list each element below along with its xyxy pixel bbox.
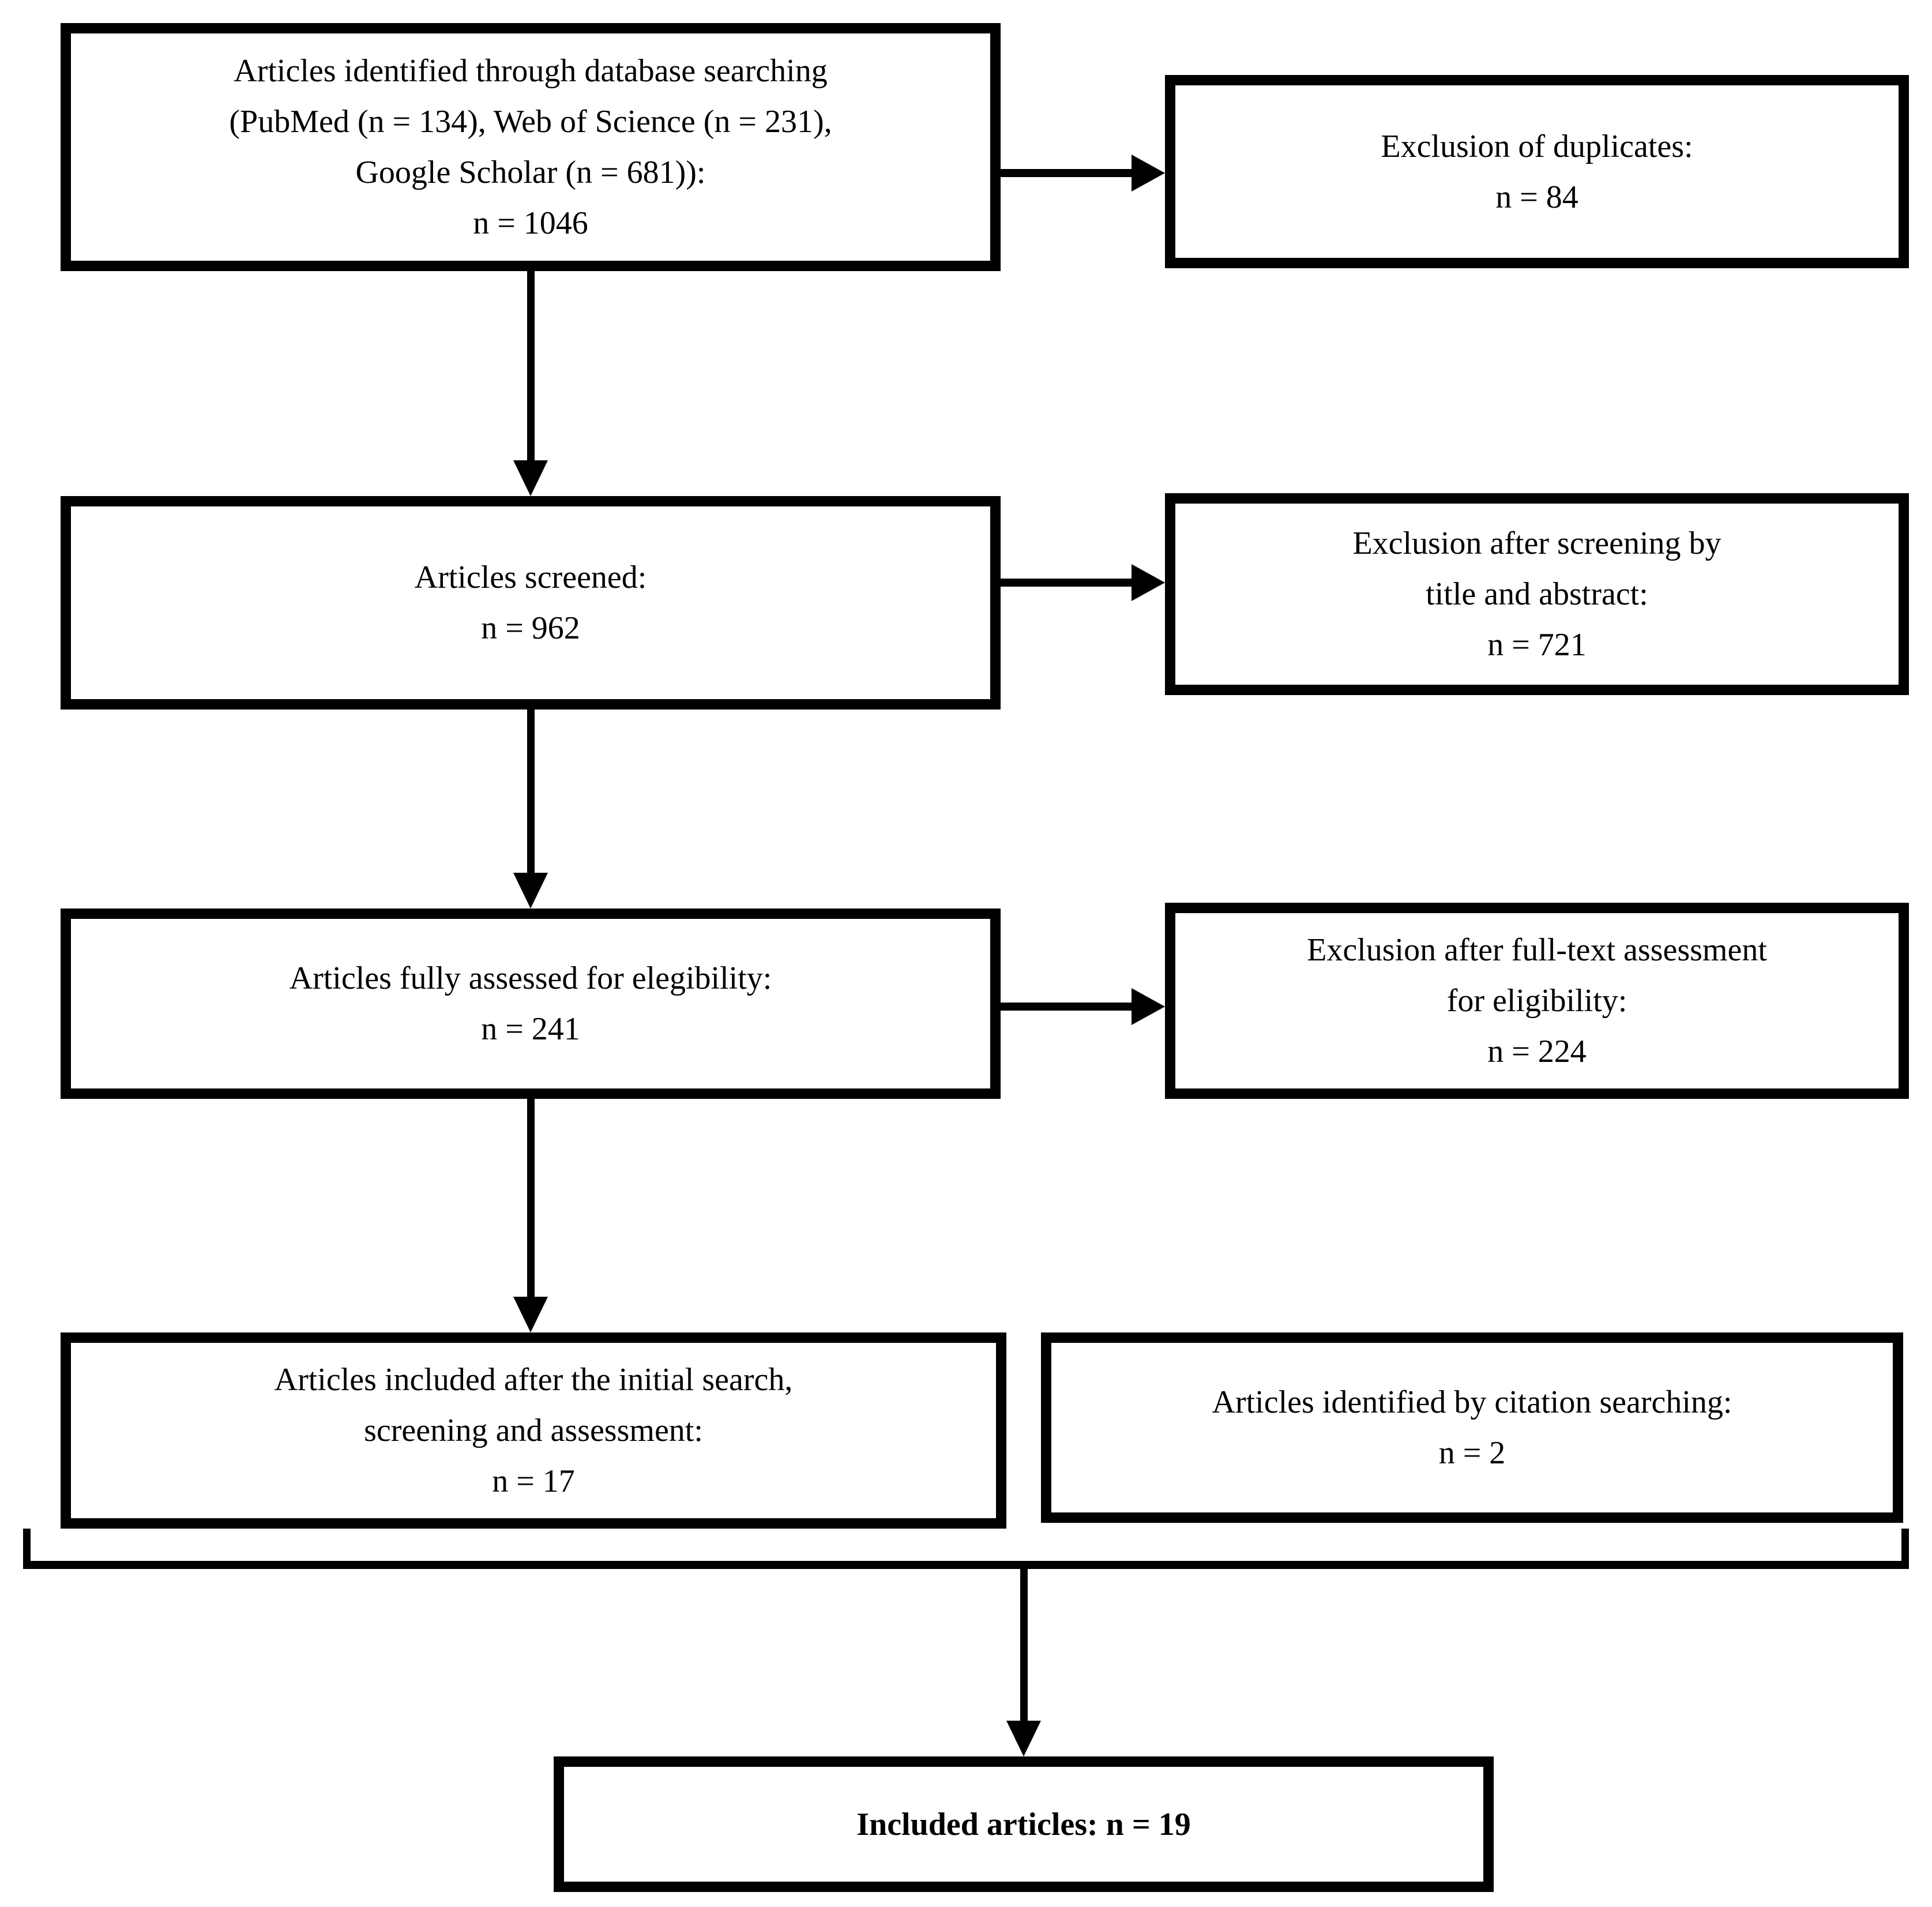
arrowhead-down-icon <box>1006 1721 1041 1756</box>
box-text-line: n = 1046 <box>473 205 588 241</box>
box-text-line: Articles fully assessed for elegibility: <box>289 960 772 996</box>
arrow-line <box>1001 579 1134 587</box>
box-text-line: Articles identified by citation searchin… <box>1212 1384 1732 1420</box>
box-text-line: Included articles: n = 19 <box>856 1806 1191 1842</box>
arrowhead-down-icon <box>513 1297 548 1332</box>
arrow-line <box>527 271 535 463</box>
box-eligibility-assessed: Articles fully assessed for elegibility:… <box>61 909 1001 1099</box>
box-text-line: screening and assessment: <box>364 1413 703 1448</box>
box-text-line: n = 224 <box>1487 1034 1587 1069</box>
box-fulltext-exclusion: Exclusion after full-text assessment for… <box>1165 903 1909 1099</box>
box-text-line: (PubMed (n = 134), Web of Science (n = 2… <box>229 104 832 140</box>
box-text-line: Articles identified through database sea… <box>234 53 828 89</box>
arrow-line <box>527 1099 535 1299</box>
box-text-line: n = 241 <box>481 1011 580 1047</box>
box-text-line: Exclusion after full-text assessment <box>1307 932 1767 968</box>
arrowhead-right-icon <box>1132 988 1165 1025</box>
box-text-line: n = 84 <box>1495 179 1578 215</box>
arrow-line <box>1001 1003 1134 1011</box>
box-identification: Articles identified through database sea… <box>61 23 1001 271</box>
arrowhead-right-icon <box>1132 155 1165 192</box>
box-citation-searching: Articles identified by citation searchin… <box>1041 1332 1903 1523</box>
box-text-line: n = 17 <box>492 1463 575 1499</box>
bracket-left-tick <box>23 1529 31 1569</box>
arrow-line <box>1020 1564 1028 1722</box>
arrowhead-down-icon <box>513 873 548 909</box>
box-text-line: title and abstract: <box>1426 576 1648 612</box>
box-screening-exclusion: Exclusion after screening by title and a… <box>1165 493 1909 695</box>
box-text-line: Articles screened: <box>414 560 647 595</box>
box-text-line: Exclusion of duplicates: <box>1381 128 1693 164</box>
box-text-line: Google Scholar (n = 681)): <box>355 155 706 190</box>
box-text-line: for eligibility: <box>1446 983 1627 1019</box>
box-text-line: Articles included after the initial sear… <box>274 1362 793 1398</box>
box-included-initial: Articles included after the initial sear… <box>61 1332 1006 1529</box>
arrow-line <box>1001 169 1134 177</box>
arrow-line <box>527 710 535 875</box>
box-text-line: n = 962 <box>481 610 580 646</box>
bracket-line <box>23 1561 1909 1569</box>
box-text-line: n = 2 <box>1438 1435 1506 1471</box>
box-included-final: Included articles: n = 19 <box>554 1756 1494 1892</box>
box-screened: Articles screened: n = 962 <box>61 496 1001 710</box>
arrowhead-down-icon <box>513 460 548 496</box>
box-duplicates-exclusion: Exclusion of duplicates: n = 84 <box>1165 75 1909 268</box>
box-text-line: Exclusion after screening by <box>1352 525 1721 561</box>
box-text-line: n = 721 <box>1487 627 1587 663</box>
bracket-right-tick <box>1901 1529 1909 1569</box>
arrowhead-right-icon <box>1132 564 1165 601</box>
